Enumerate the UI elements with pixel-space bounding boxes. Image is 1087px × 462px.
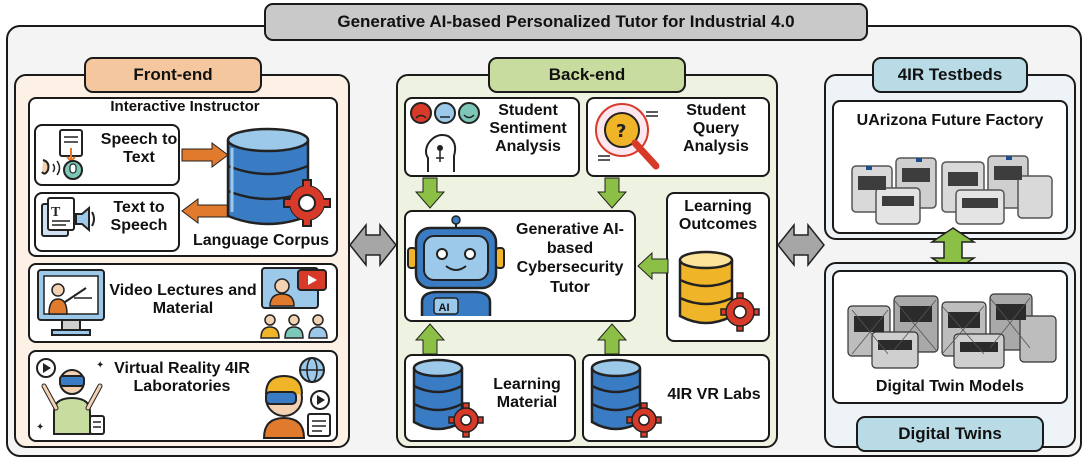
arrow-sentiment-to-tutor	[414, 177, 446, 209]
diagram-title: Generative AI-based Personalized Tutor f…	[264, 3, 868, 41]
text-to-speech-icon: T	[41, 197, 95, 237]
testbeds-label: 4IR Testbeds	[872, 57, 1028, 93]
online-class-icon	[260, 267, 328, 339]
factory-label: UArizona Future Factory	[856, 112, 1044, 129]
double-arrow-frontend-backend	[349, 222, 397, 268]
arrow-corpus-to-speech	[181, 198, 229, 224]
gear-icon	[283, 179, 331, 227]
double-arrow-backend-testbeds	[777, 222, 825, 268]
arrow-vrlabs-to-tutor	[596, 323, 628, 355]
sentiment-analysis-label: Student Sentiment Analysis	[489, 102, 567, 155]
tutor-label: Generative AI-based Cybersecurity Tutor	[516, 221, 624, 296]
text-to-speech-label: Text to Speech	[110, 199, 168, 234]
arrow-query-to-tutor	[596, 177, 628, 209]
factory-machines-image	[851, 155, 1053, 225]
svg-text:T: T	[51, 205, 61, 220]
speech-to-text-icon	[41, 129, 83, 180]
language-corpus-label: Language Corpus	[192, 232, 329, 249]
svg-text:✦: ✦	[96, 360, 104, 371]
video-lecture-screen-icon	[37, 269, 105, 336]
arrow-material-to-tutor	[414, 323, 446, 355]
digital-twin-machines-image	[847, 293, 1057, 369]
interactive-instructor-title: Interactive Instructor	[110, 98, 260, 115]
robot-ai-badge: AI	[438, 302, 450, 314]
learning-material-label: Learning Material	[493, 376, 561, 411]
video-lectures-label: Video Lectures and Material	[109, 282, 257, 317]
learning-material-database-icon	[412, 358, 484, 438]
frontend-label: Front-end	[84, 57, 262, 93]
vr-labs-database-icon	[590, 358, 662, 438]
twin-models-label: Digital Twin Models	[875, 378, 1025, 395]
arrow-speech-to-corpus	[181, 142, 229, 168]
vr-user-icon: ✦ ✦	[36, 358, 105, 435]
svg-text:?: ?	[616, 121, 626, 142]
vr-labs-label: Virtual Reality 4IR Laboratories	[114, 360, 250, 395]
backend-label: Back-end	[488, 57, 686, 93]
query-analysis-label: Student Query Analysis	[683, 102, 749, 155]
vr-labs-backend-label: 4IR VR Labs	[667, 386, 761, 403]
speech-to-text-label: Speech to Text	[100, 131, 178, 166]
query-magnifier-icon: ?	[595, 103, 660, 170]
robot-tutor-icon	[407, 215, 505, 316]
sentiment-faces-icon	[410, 102, 480, 172]
svg-text:✦: ✦	[36, 422, 44, 433]
speech-to-text-box	[34, 124, 180, 186]
learning-outcomes-database-icon	[678, 250, 760, 332]
digital-twins-label: Digital Twins	[856, 416, 1044, 452]
arrow-outcomes-to-tutor	[637, 251, 669, 281]
vr-headset-globe-icon	[262, 357, 331, 439]
learning-outcomes-label: Learning Outcomes	[678, 198, 758, 233]
